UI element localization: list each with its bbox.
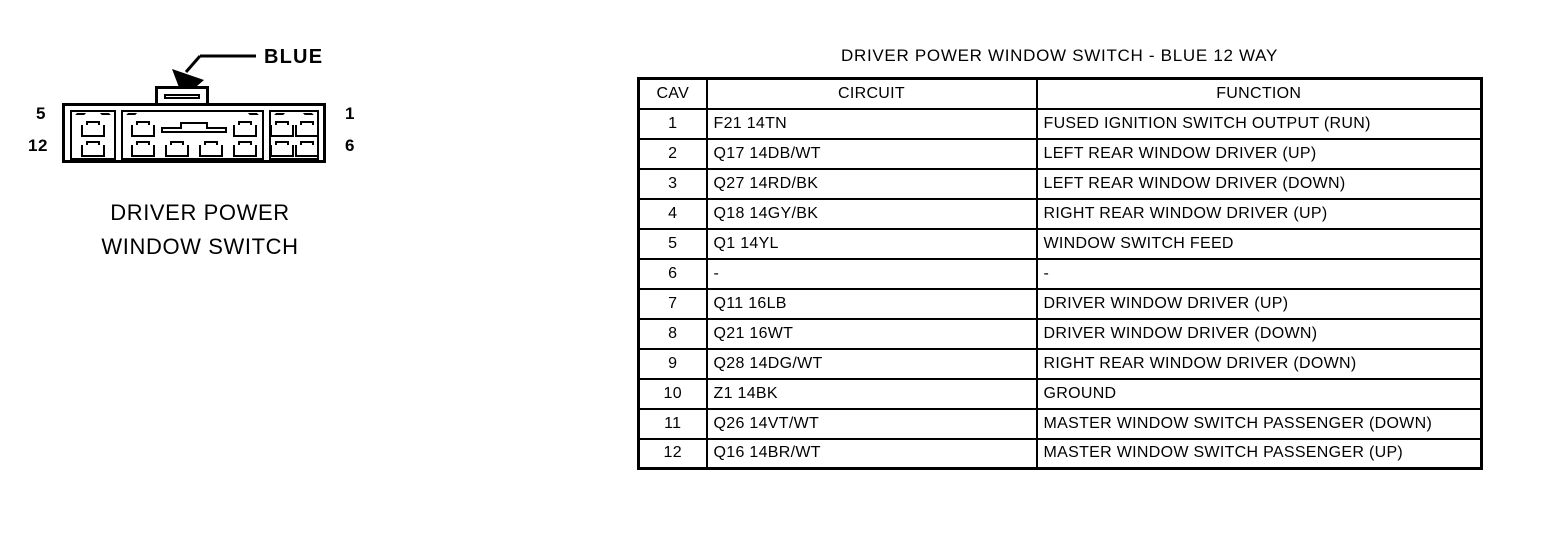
latch-tab-slot bbox=[164, 94, 200, 99]
cell-function: RIGHT REAR WINDOW DRIVER (DOWN) bbox=[1035, 347, 1483, 380]
pinout-table-panel: DRIVER POWER WINDOW SWITCH - BLUE 12 WAY… bbox=[637, 46, 1483, 470]
cavity-7 bbox=[295, 141, 319, 157]
connector-caption-line-2: WINDOW SWITCH bbox=[101, 234, 299, 259]
cavity-10 bbox=[165, 141, 189, 157]
cell-cav: 10 bbox=[637, 377, 708, 410]
cell-cav: 11 bbox=[637, 407, 708, 440]
cell-cav: 1 bbox=[637, 107, 708, 140]
cell-function: - bbox=[1035, 257, 1483, 290]
cell-cav: 9 bbox=[637, 347, 708, 380]
cell-function: FUSED IGNITION SWITCH OUTPUT (RUN) bbox=[1035, 107, 1483, 140]
cell-circuit: Q1 14YL bbox=[705, 227, 1038, 260]
cavity-5 bbox=[81, 121, 105, 137]
column-header-function: FUNCTION bbox=[1035, 77, 1483, 110]
cell-function: DRIVER WINDOW DRIVER (DOWN) bbox=[1035, 317, 1483, 350]
pin-label-bottom-left: 12 bbox=[28, 136, 48, 155]
connector-illustration-panel: BLUE bbox=[0, 0, 420, 552]
cell-circuit: Q17 14DB/WT bbox=[705, 137, 1038, 170]
column-header-cav: CAV bbox=[637, 77, 708, 110]
cell-circuit: Z1 14BK bbox=[705, 377, 1038, 410]
cell-function: WINDOW SWITCH FEED bbox=[1035, 227, 1483, 260]
cavity-9 bbox=[199, 141, 223, 157]
cell-circuit: Q21 16WT bbox=[705, 317, 1038, 350]
cell-circuit: Q26 14VT/WT bbox=[705, 407, 1038, 440]
cell-circuit: Q18 14GY/BK bbox=[705, 197, 1038, 230]
cell-function: MASTER WINDOW SWITCH PASSENGER (UP) bbox=[1035, 437, 1483, 470]
pinout-table-title: DRIVER POWER WINDOW SWITCH - BLUE 12 WAY bbox=[841, 46, 1278, 65]
cell-cav: 7 bbox=[637, 287, 708, 320]
cavity-1 bbox=[270, 121, 294, 137]
cell-circuit: F21 14TN bbox=[705, 107, 1038, 140]
cavity-group-left bbox=[68, 110, 118, 160]
cell-cav: 6 bbox=[637, 257, 708, 290]
cell-function: RIGHT REAR WINDOW DRIVER (UP) bbox=[1035, 197, 1483, 230]
cell-function: DRIVER WINDOW DRIVER (UP) bbox=[1035, 287, 1483, 320]
cavity-6 bbox=[270, 141, 294, 157]
cell-cav: 8 bbox=[637, 317, 708, 350]
cell-circuit: Q27 14RD/BK bbox=[705, 167, 1038, 200]
table-row: 6-- bbox=[637, 257, 1483, 290]
cavity-11 bbox=[131, 141, 155, 157]
cavity-group-center bbox=[119, 110, 266, 160]
cell-function: LEFT REAR WINDOW DRIVER (UP) bbox=[1035, 137, 1483, 170]
cavity-4 bbox=[131, 121, 155, 137]
blue-callout-label: BLUE bbox=[264, 46, 324, 68]
cavity-group-right bbox=[267, 110, 321, 160]
connector-caption: DRIVER POWER WINDOW SWITCH bbox=[30, 196, 370, 264]
cell-cav: 5 bbox=[637, 227, 708, 260]
pin-label-top-left: 5 bbox=[36, 104, 46, 123]
cell-cav: 2 bbox=[637, 137, 708, 170]
connector-keying-slot bbox=[161, 122, 227, 133]
cell-cav: 3 bbox=[637, 167, 708, 200]
cell-function: GROUND bbox=[1035, 377, 1483, 410]
table-header-row: CAV CIRCUIT FUNCTION bbox=[637, 77, 1483, 110]
cell-circuit: Q11 16LB bbox=[705, 287, 1038, 320]
cavity-2 bbox=[233, 121, 257, 137]
cavity-3 bbox=[295, 121, 319, 137]
cell-circuit: - bbox=[705, 257, 1038, 290]
cell-cav: 4 bbox=[637, 197, 708, 230]
cell-circuit: Q28 14DG/WT bbox=[705, 347, 1038, 380]
cavity-8 bbox=[233, 141, 257, 157]
pin-label-bottom-right: 6 bbox=[345, 136, 355, 155]
cell-circuit: Q16 14BR/WT bbox=[705, 437, 1038, 470]
cell-function: MASTER WINDOW SWITCH PASSENGER (DOWN) bbox=[1035, 407, 1483, 440]
cavity-12 bbox=[81, 141, 105, 157]
connector-shell bbox=[62, 103, 326, 163]
cell-cav: 12 bbox=[637, 437, 708, 470]
pin-label-top-right: 1 bbox=[345, 104, 355, 123]
column-header-circuit: CIRCUIT bbox=[705, 77, 1038, 110]
blue-callout-leader-line bbox=[172, 54, 256, 98]
connector-caption-line-1: DRIVER POWER bbox=[110, 200, 290, 225]
cell-function: LEFT REAR WINDOW DRIVER (DOWN) bbox=[1035, 167, 1483, 200]
